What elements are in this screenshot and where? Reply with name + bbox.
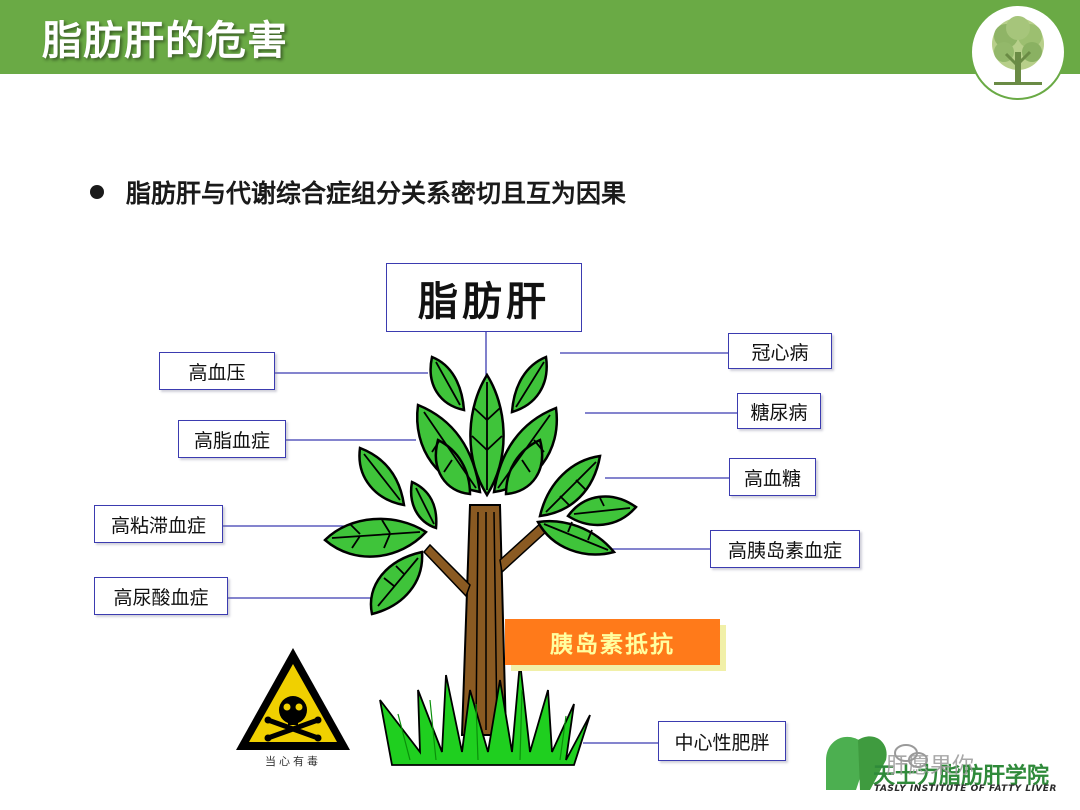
diagram-title: 脂肪肝 — [386, 263, 582, 332]
brand-subtitle: TASLY INSTITUTE OF FATTY LIVER — [874, 784, 1057, 794]
label-hypertension: 高血压 — [159, 352, 275, 390]
label-hyperglycemia: 高血糖 — [729, 458, 816, 496]
label-insulin-resistance: 胰岛素抵抗 — [505, 619, 720, 665]
label-hyperinsulinemia: 高胰岛素血症 — [710, 530, 860, 568]
label-hyperlipidemia: 高脂血症 — [178, 420, 286, 458]
label-diabetes: 糖尿病 — [737, 393, 821, 429]
label-hyperuricemia: 高尿酸血症 — [94, 577, 228, 615]
warning-caption: 当心有毒 — [238, 753, 348, 769]
label-coronary-heart-disease: 冠心病 — [728, 333, 832, 369]
label-hyperviscosity: 高粘滞血症 — [94, 505, 223, 543]
label-central-obesity: 中心性肥胖 — [658, 721, 786, 761]
poison-warning-icon — [236, 648, 350, 750]
watermark-text: 肝愿果你 — [886, 748, 974, 780]
